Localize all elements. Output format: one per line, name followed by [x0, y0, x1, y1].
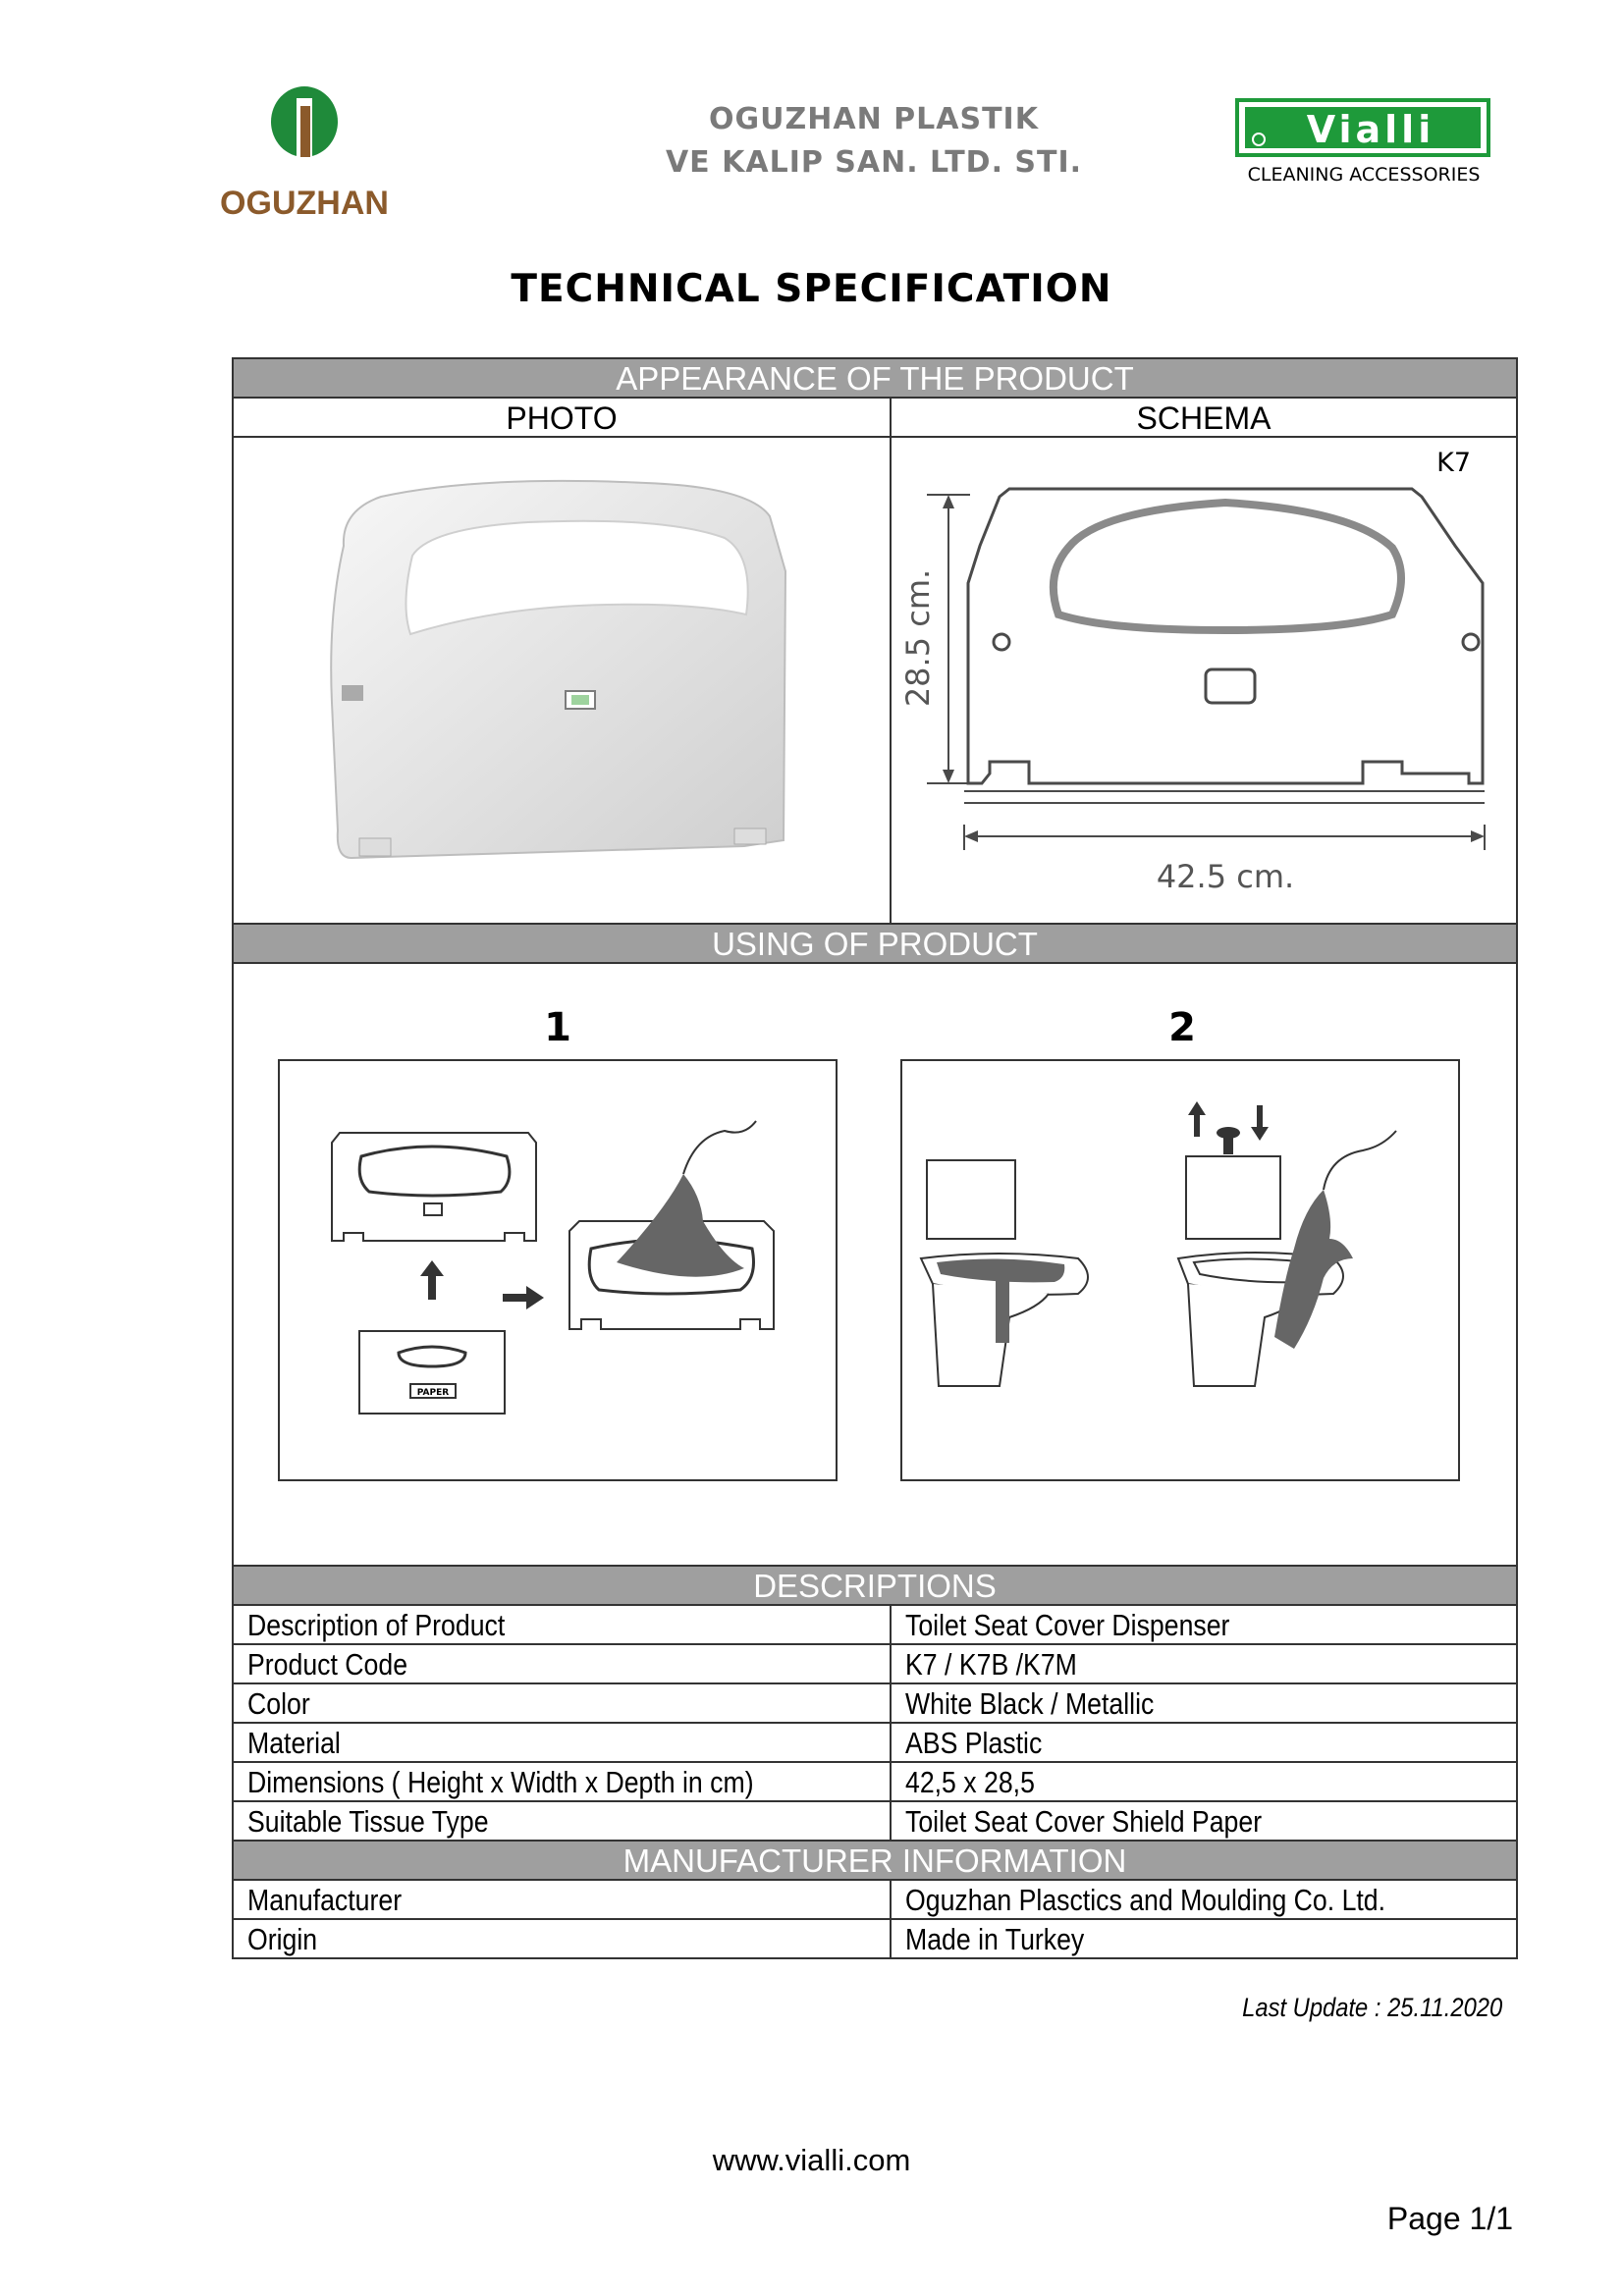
- description-value: 42,5 x 28,5: [905, 1765, 1035, 1799]
- vialli-brand-text: Vialli: [1307, 108, 1435, 151]
- schema-height-label: 28.5 cm.: [899, 569, 937, 707]
- manufacturer-value: Oguzhan Plasctics and Moulding Co. Ltd.: [905, 1883, 1386, 1917]
- step-2-label: 2: [1168, 1005, 1196, 1050]
- schema-header: SCHEMA: [1136, 400, 1271, 436]
- last-update: Last Update : 25.11.2020: [1241, 1993, 1502, 2022]
- description-value: Toilet Seat Cover Dispenser: [905, 1608, 1230, 1642]
- step-1-panel: PAPER: [278, 1059, 838, 1481]
- description-label: Suitable Tissue Type: [234, 1802, 892, 1840]
- description-row: Material ABS Plastic: [234, 1724, 1516, 1763]
- step-1-label: 1: [544, 1005, 571, 1050]
- manufacturer-row: Manufacturer Oguzhan Plasctics and Mouldi…: [234, 1881, 1516, 1920]
- schema-width-label: 42.5 cm.: [1157, 858, 1294, 895]
- manufacturer-section-title: MANUFACTURER INFORMATION: [234, 1842, 1516, 1881]
- company-name: OGUZHAN PLASTIK VE KALIP SAN. LTD. STI.: [550, 98, 1198, 185]
- appearance-header-row: PHOTO SCHEMA: [234, 399, 1516, 438]
- oguzhan-logo: OGUZHAN: [218, 86, 395, 224]
- description-label: Color: [234, 1684, 892, 1722]
- description-row: Color White Black / Metallic: [234, 1684, 1516, 1724]
- description-label: Description of Product: [234, 1606, 892, 1643]
- origin-value: Made in Turkey: [905, 1922, 1085, 1956]
- description-value: ABS Plastic: [905, 1726, 1043, 1760]
- description-row: Dimensions ( Height x Width x Depth in c…: [234, 1763, 1516, 1802]
- description-label: Material: [234, 1724, 892, 1761]
- company-line-1: OGUZHAN PLASTIK: [709, 102, 1039, 136]
- description-row: Description of Product Toilet Seat Cover …: [234, 1606, 1516, 1645]
- paper-label: PAPER: [417, 1388, 449, 1398]
- oguzhan-logo-text: OGUZHAN: [220, 185, 389, 222]
- description-row: Suitable Tissue Type Toilet Seat Cover Sh…: [234, 1802, 1516, 1842]
- usage-illustration: 1 2 PAPER: [234, 964, 1516, 1567]
- step-2-panel: [900, 1059, 1460, 1481]
- descriptions-section-title: DESCRIPTIONS: [234, 1567, 1516, 1606]
- description-value: White Black / Metallic: [905, 1686, 1155, 1721]
- description-value: Toilet Seat Cover Shield Paper: [905, 1804, 1263, 1839]
- vialli-logo: Vialli CLEANING ACCESSORIES: [1235, 98, 1492, 192]
- description-value: K7 / K7B /K7M: [905, 1647, 1077, 1682]
- spec-table: APPEARANCE OF THE PRODUCT PHOTO SCHEMA: [232, 357, 1518, 1959]
- description-row: Product Code K7 / K7B /K7M: [234, 1645, 1516, 1684]
- website-link[interactable]: www.vialli.com: [712, 2143, 911, 2177]
- schema-code: K7: [1436, 448, 1471, 478]
- usage-section-title: USING OF PRODUCT: [234, 925, 1516, 964]
- product-photo: [234, 438, 892, 923]
- appearance-image-row: K7 42.5 cm. 28.5 cm.: [234, 438, 1516, 925]
- origin-label: Origin: [234, 1920, 892, 1957]
- product-schema: K7 42.5 cm. 28.5 cm.: [892, 438, 1516, 923]
- description-label: Product Code: [234, 1645, 892, 1682]
- photo-header: PHOTO: [234, 399, 892, 436]
- appearance-section-title: APPEARANCE OF THE PRODUCT: [234, 359, 1516, 399]
- document-title: TECHNICAL SPECIFICATION: [511, 267, 1112, 311]
- origin-row: Origin Made in Turkey: [234, 1920, 1516, 1957]
- description-label: Dimensions ( Height x Width x Depth in c…: [234, 1763, 892, 1800]
- vialli-tagline: CLEANING ACCESSORIES: [1248, 164, 1481, 186]
- page-number: Page 1/1: [1386, 2201, 1513, 2236]
- manufacturer-label: Manufacturer: [234, 1881, 892, 1918]
- company-line-2: VE KALIP SAN. LTD. STI.: [665, 145, 1083, 180]
